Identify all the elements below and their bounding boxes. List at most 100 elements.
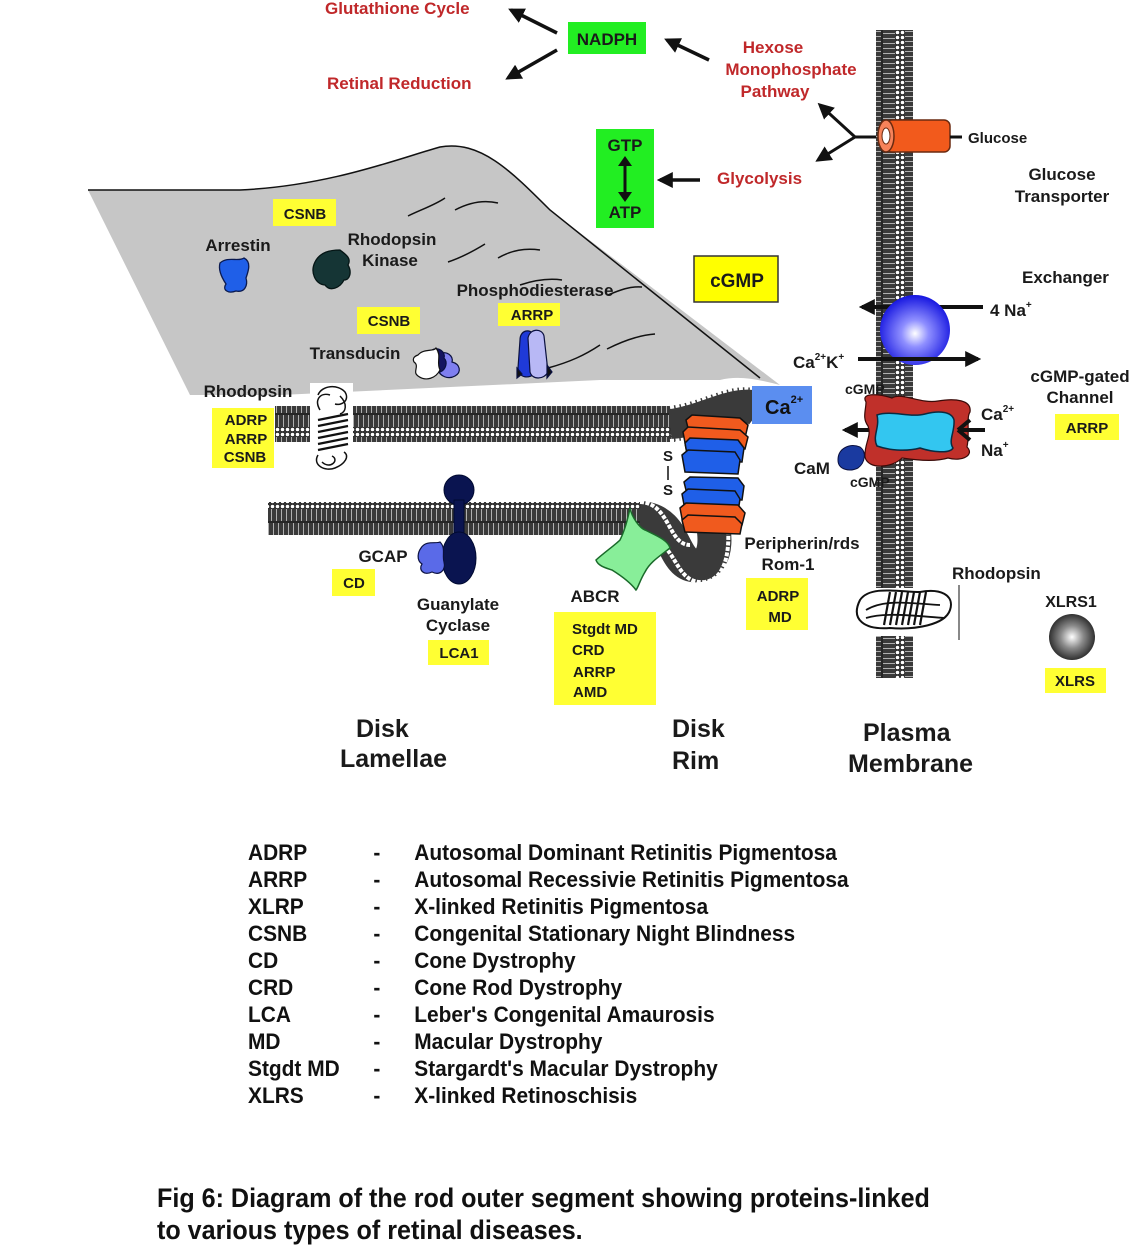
channel-arrp-tag (1055, 414, 1119, 440)
legend-abbr: CD (248, 948, 279, 973)
glucose-transporter-label-2: Transporter (1015, 187, 1110, 206)
legend-abbr: ARRP (248, 867, 308, 892)
arrestin-shape (218, 257, 250, 293)
abcr-tags-box (554, 612, 656, 705)
csnb-tag-top (273, 199, 336, 226)
rhodopsin-kinase-shape (312, 249, 351, 290)
rhodopsin-tag-arrp: ARRP (225, 431, 268, 448)
legend-row: ARRP-Autosomal Recessivie Retinitis Pigm… (248, 867, 970, 894)
channel-arrp-text: ARRP (1066, 420, 1109, 437)
legend-full: X-linked Retinoschisis (414, 1083, 638, 1108)
csnb-tag-top-text: CSNB (284, 206, 327, 223)
rhodopsin-kinase-label-1: Rhodopsin (348, 230, 437, 249)
legend-row: ADRP - Autosomal Dominant Retinitis Pigmen… (248, 840, 970, 867)
cgmp-bottom-label: cGMP (850, 474, 890, 490)
figure-caption: Fig 6: Diagram of the rod outer segment … (157, 1182, 930, 1246)
disulfide-s-bottom: S (663, 482, 673, 499)
legend-abbr: CSNB (248, 921, 308, 946)
legend-full: Autosomal Dominant Retinitis Pigmentosa (414, 840, 837, 865)
abcr-tag-arrp: ARRP (573, 664, 616, 681)
peripherin-label-1: Peripherin/rds (744, 534, 859, 553)
legend-row: LCA - Leber's Congenital Amaurosis (248, 1002, 970, 1029)
xlrs-tag (1045, 668, 1106, 693)
legend-row: CRD - Cone Rod Dystrophy (248, 975, 970, 1002)
legend-full: X-linked Retinitis Pigmentosa (414, 894, 709, 919)
xlrs1-sphere (1049, 614, 1095, 660)
legend-row: XLRP - X-linked Retinitis Pigmentosa (248, 894, 970, 921)
rhodopsin-kinase-label-2: Kinase (362, 251, 418, 270)
legend-full: Cone Rod Dystrophy (414, 975, 623, 1000)
na4-label: 4 Na+ (990, 300, 1032, 320)
pathway-group: Glutathione Cycle Retinal Reduction NADP… (325, 0, 880, 228)
phosphodiesterase-shape (516, 329, 553, 380)
hexose-label-3: Pathway (741, 82, 811, 101)
rhodopsin-tag-adrp: ADRP (225, 412, 268, 429)
abcr-label: ABCR (570, 587, 619, 606)
legend-abbr: ADRP (248, 840, 308, 865)
gcap-shape (417, 541, 445, 574)
legend-row: CSNB-Congenital Stationary Night Blindne… (248, 921, 970, 948)
legend-row: MD-Macular Dystrophy (248, 1029, 970, 1056)
abcr-tag-crd: CRD (572, 642, 605, 659)
nadph-box (568, 22, 646, 54)
legend-dash: - (373, 1083, 381, 1108)
legend-abbr: CRD (248, 975, 294, 1000)
hexose-label-1: Hexose (743, 38, 803, 57)
plasma-rhodopsin-shape (852, 585, 960, 640)
disk-surface-outline (88, 145, 761, 379)
region-disk-lamellae-1: Disk (356, 715, 409, 743)
legend-abbr: MD (248, 1029, 281, 1054)
arrow-to-glutathione (508, 8, 558, 35)
legend-dash: - (373, 1002, 381, 1027)
guanylate-cyclase-label-1: Guanylate (417, 595, 499, 614)
channel-influx-fork (956, 418, 985, 442)
abcr-tag-amd: AMD (573, 684, 607, 701)
region-disk-rim-2: Rim (672, 747, 719, 775)
legend-full: Stargardt's Macular Dystrophy (414, 1056, 718, 1081)
legend-full: Cone Dystrophy (414, 948, 576, 973)
legend-row: Stgdt MD-Stargardt's Macular Dystrophy (248, 1056, 970, 1083)
cgmp-top-label: cGMP (845, 381, 885, 397)
gcap-label: GCAP (358, 547, 407, 566)
phosphodiesterase-label: Phosphodiesterase (457, 281, 614, 300)
lca1-tag (428, 640, 489, 665)
region-disk-rim-1: Disk (672, 715, 725, 743)
csnb-tag-mid (357, 307, 420, 334)
cgmp-gated-label-1: cGMP-gated (1030, 367, 1129, 386)
legend-dash: - (373, 921, 381, 946)
xlrs-tag-text: XLRS (1055, 673, 1095, 690)
transducin-label: Transducin (310, 344, 401, 363)
arrow-to-glycolysis (815, 135, 856, 162)
glucose-transporter (877, 119, 962, 153)
gcap-cd-tag (332, 569, 375, 596)
exchanger-label: Exchanger (1022, 268, 1109, 287)
legend-dash: - (373, 840, 381, 865)
region-plasma-membrane-1: Plasma (863, 719, 952, 747)
region-plasma-membrane-2: Membrane (848, 750, 973, 778)
legend-full: Macular Dystrophy (414, 1029, 603, 1054)
atp-label: ATP (609, 203, 642, 222)
cgmp-box-label: cGMP (710, 271, 764, 292)
arrow-to-retinal-reduction (505, 48, 558, 80)
legend-dash: - (373, 975, 381, 1000)
legend-abbr: XLRP (248, 894, 304, 919)
plasma-rhodopsin-label: Rhodopsin (952, 564, 1041, 583)
legend-full: Leber's Congenital Amaurosis (414, 1002, 715, 1027)
caption-line-2: to various types of retinal diseases. (157, 1215, 583, 1245)
gcap-cd-text: CD (343, 575, 365, 592)
legend-dash: - (373, 867, 381, 892)
legend-dash: - (373, 894, 381, 919)
legend-abbr: XLRS (248, 1083, 304, 1108)
csnb-tag-mid-text: CSNB (368, 313, 411, 330)
pde-arrp-tag (498, 303, 560, 326)
disk-surface (88, 145, 780, 395)
ca-box-label: Ca2+ (765, 394, 803, 419)
guanylate-cyclase-shape (441, 474, 477, 585)
nadph-label: NADPH (577, 30, 637, 49)
legend-abbr: LCA (248, 1002, 291, 1027)
cgmp-gated-label-2: Channel (1046, 388, 1113, 407)
abcr-shape (595, 507, 671, 592)
arrow-hexose-to-nadph (664, 38, 710, 62)
exchanger-sphere (880, 295, 950, 365)
hexose-label-2: Monophosphate (725, 60, 856, 79)
